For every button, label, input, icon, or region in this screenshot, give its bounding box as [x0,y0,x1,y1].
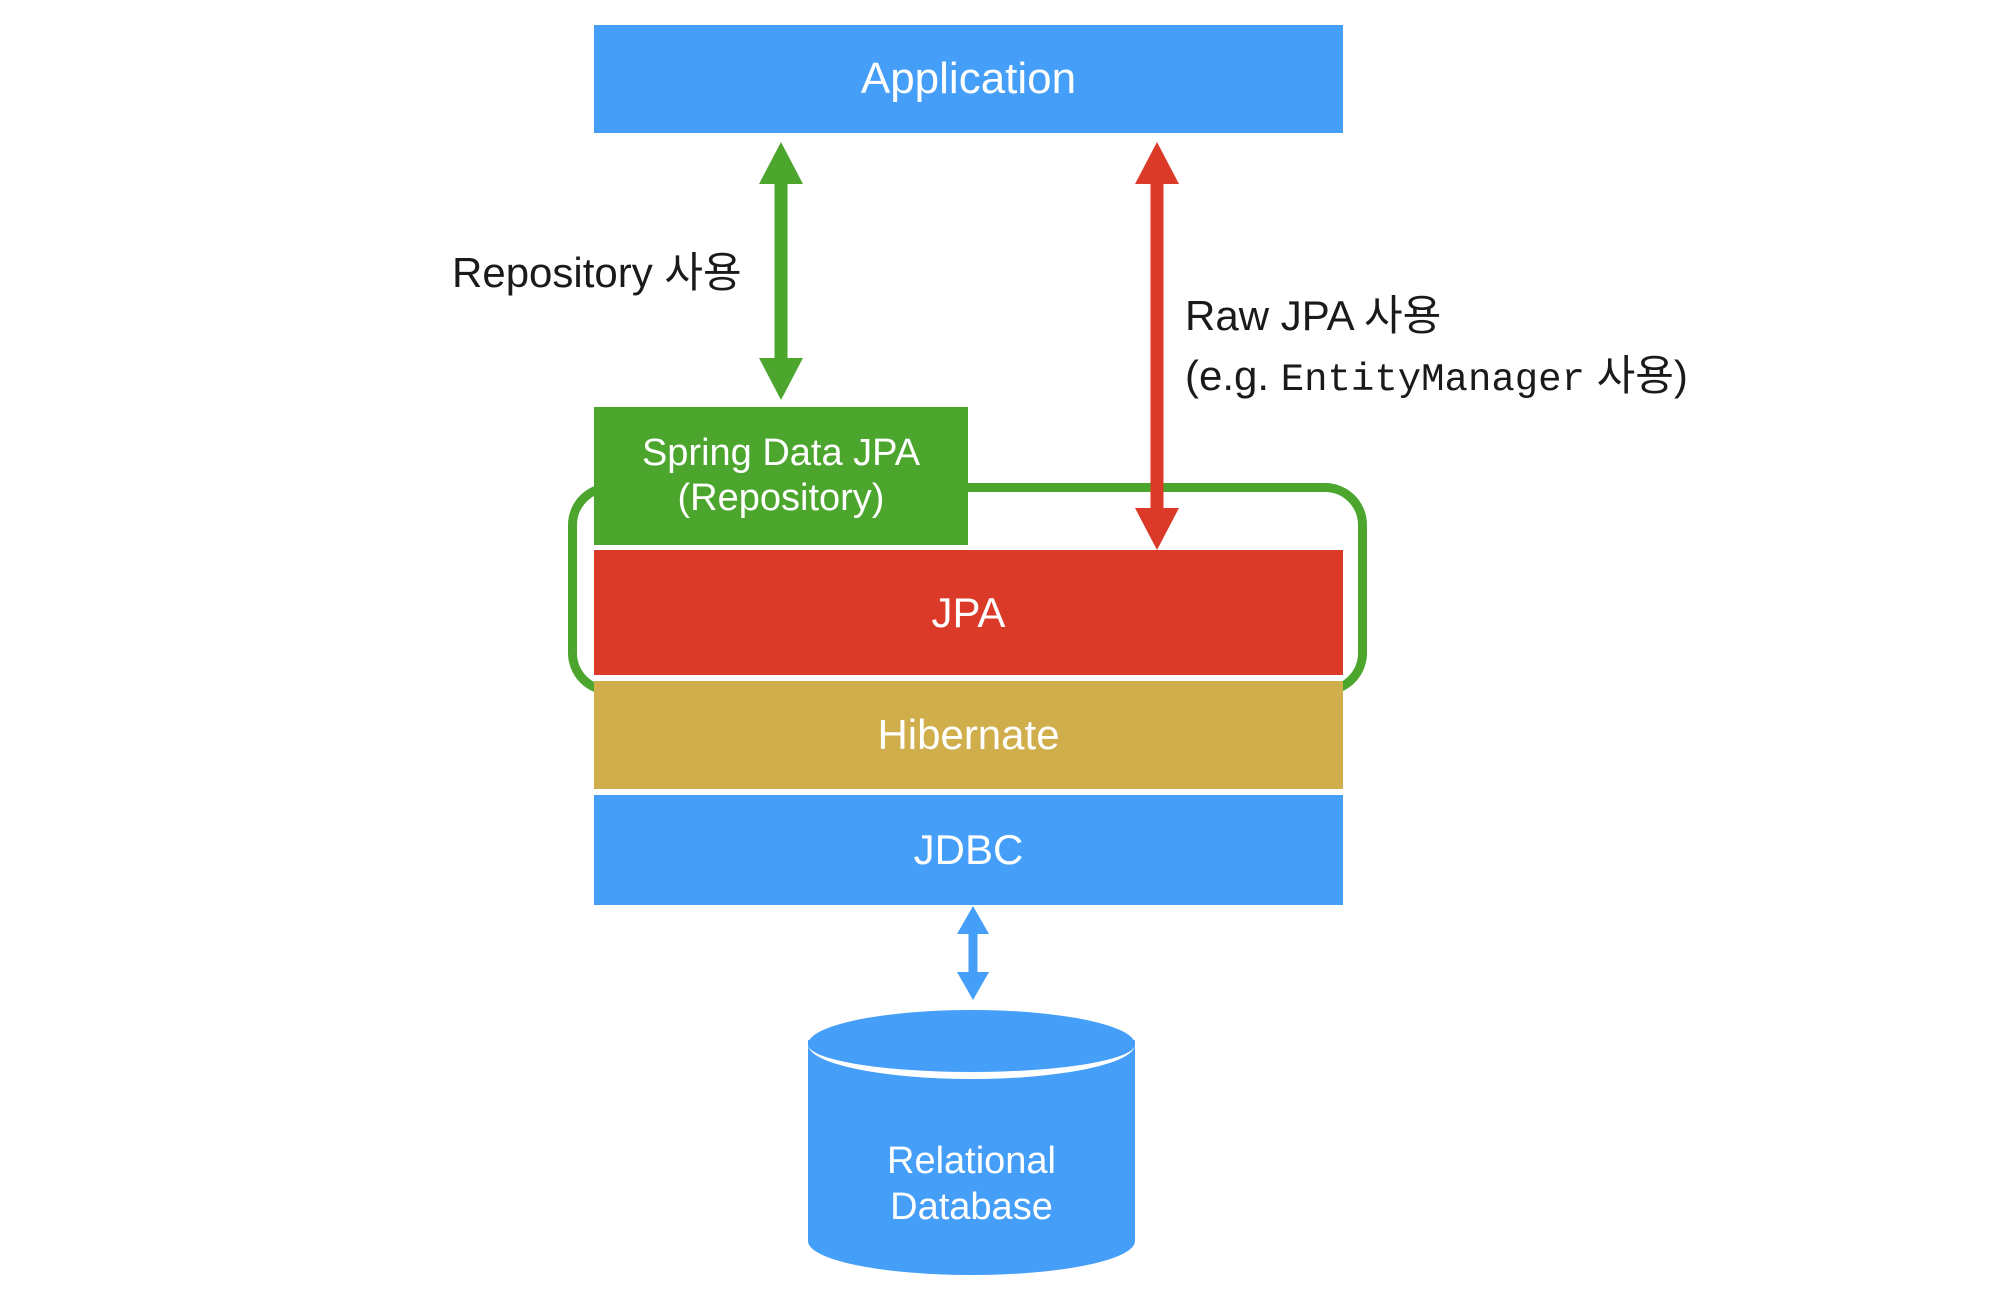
hibernate-label: Hibernate [877,711,1060,759]
database-cylinder-top [808,1010,1135,1079]
spring-data-jpa-label-line1: Spring Data JPA [641,432,921,475]
spring-data-jpa-box: Spring Data JPA (Repository) [594,407,968,545]
repository-usage-text: Repository 사용 [452,249,742,296]
raw-jpa-usage-line2: (e.g. EntityManager 사용) [1185,346,1688,408]
jpa-label: JPA [931,588,1006,636]
hibernate-box: Hibernate [594,681,1343,789]
jdbc-label: JDBC [913,826,1024,874]
database-label: Relational Database [808,1138,1135,1231]
raw-jpa-usage-line1: Raw JPA 사용 [1185,286,1688,346]
spring-data-jpa-label-wrap: Spring Data JPA (Repository) [642,431,920,521]
database-label-line1: Relational [887,1140,1056,1182]
entitymanager-code: EntityManager [1280,357,1585,402]
jpa-box: JPA [594,550,1343,675]
raw-jpa-usage-text: Raw JPA 사용 [1185,292,1442,339]
raw-jpa-example-suffix: 사용) [1584,351,1688,399]
raw-jpa-arrow [1135,142,1179,550]
raw-jpa-usage-note: Raw JPA 사용 (e.g. EntityManager 사용) [1185,286,1688,408]
database-cylinder-body [808,1040,1135,1275]
application-box: Application [594,25,1343,133]
relational-database-cylinder: Relational Database [808,1010,1135,1275]
application-label: Application [860,54,1077,104]
database-label-line2: Database [890,1186,1053,1229]
jdbc-box: JDBC [594,795,1343,905]
jdbc-database-arrow [957,906,989,1000]
repository-usage-note: Repository 사용 [452,243,742,303]
raw-jpa-example-prefix: (e.g. [1185,351,1281,399]
spring-data-jpa-label-line2: (Repository) [677,477,885,519]
repository-arrow [759,142,803,400]
